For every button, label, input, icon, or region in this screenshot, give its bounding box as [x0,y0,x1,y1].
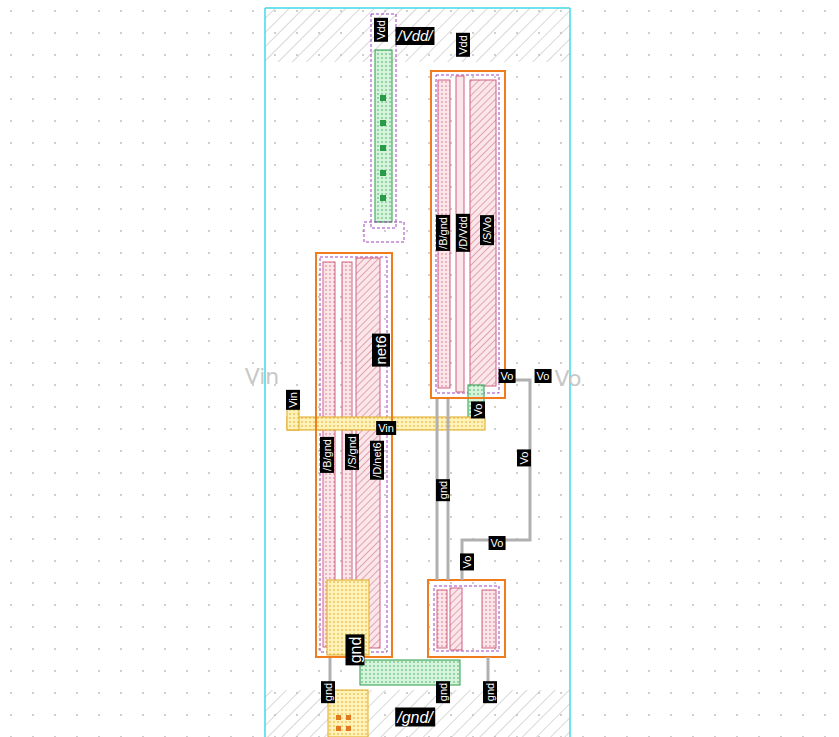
terminal-label: /D/net6 [370,440,384,479]
net-label: gnd [436,681,450,703]
net-label: Vo [517,450,531,467]
terminal-label: /S/gnd [345,434,359,470]
net-label: Vin [286,390,300,410]
net-label: Vo [489,536,506,550]
terminal-label: /B/gnd [320,437,334,473]
net-label: gnd [483,681,497,703]
net-label: gnd [346,635,365,666]
net-label: Vdd [374,18,388,42]
net-label: Vo [535,369,552,383]
transistor-box: /B/gnd/S/gnd/D/net6 [315,252,393,658]
net-label: net6 [372,333,390,366]
net-label: Vo [471,402,485,419]
net-label: /Vdd/ [395,27,434,45]
watermark-pin-name: Vo [555,366,582,391]
terminal-label: /D/Vdd [456,214,470,252]
net-label: gnd [436,479,450,501]
terminal-label: /B/gnd [436,215,450,251]
net-label: gnd [321,681,335,703]
watermark-pin-name: Vin [245,364,280,389]
net-label: Vdd [456,33,470,57]
net-label: Vin [376,421,396,435]
transistor-box: /B/gnd/D/Vdd/S/Vo [430,70,506,399]
net-label: Vo [499,369,516,383]
net-label: Vo [460,554,474,571]
net-label: /gnd/ [395,708,435,727]
terminal-label: /S/Vo [480,215,494,245]
